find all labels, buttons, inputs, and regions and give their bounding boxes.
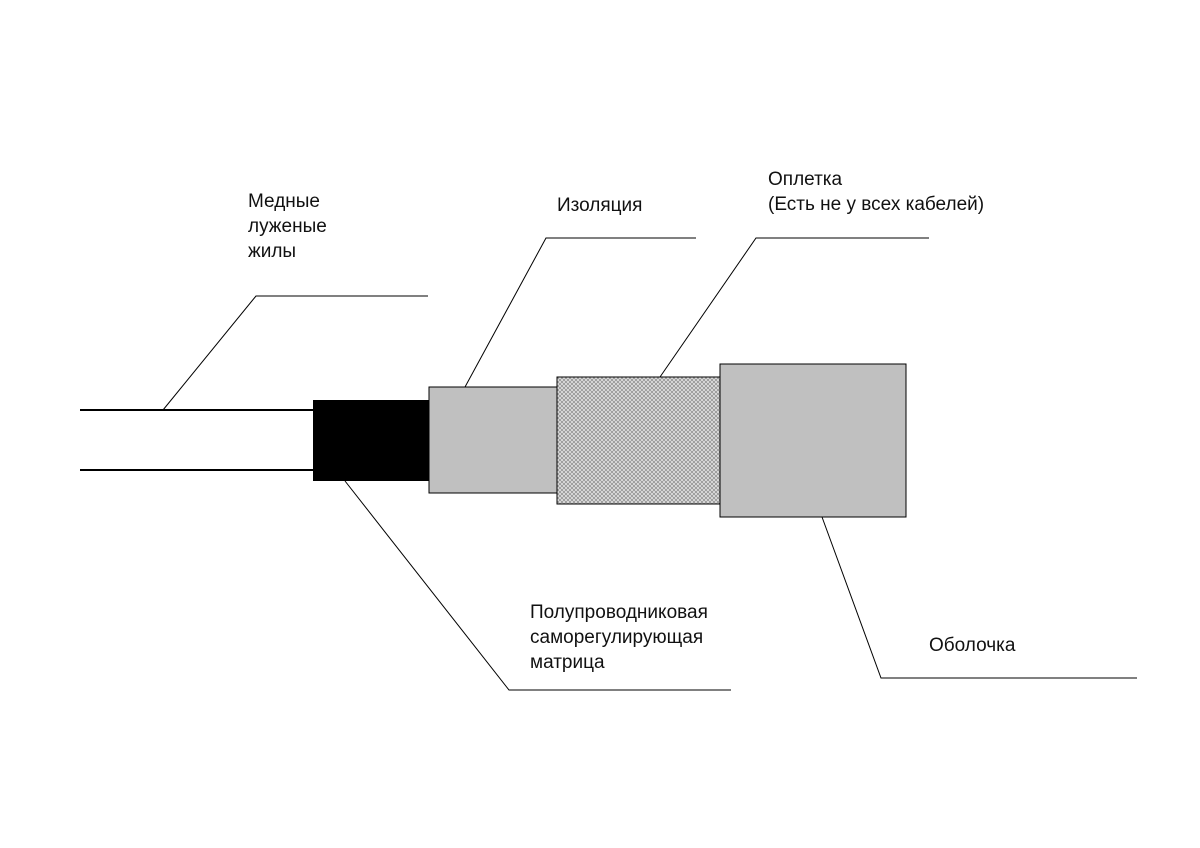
matrix-core: [313, 400, 429, 481]
label-conductors: Медные луженые жилы: [248, 191, 332, 262]
leader-line-jacket: [821, 516, 1137, 679]
braid-layer: [556, 376, 723, 505]
outer-jacket: [719, 363, 907, 518]
label-matrix: Полупроводниковая саморегулирующая матри…: [530, 602, 713, 673]
leader-line-braid: [659, 237, 929, 378]
label-braid: Оплетка (Есть не у всех кабелей): [768, 169, 984, 215]
leader-line-matrix: [344, 480, 731, 691]
label-jacket: Оболочка: [929, 635, 1016, 656]
insulation-layer: [428, 386, 559, 494]
leader-line-insulation: [464, 237, 696, 388]
leader-line-conductors: [162, 295, 428, 411]
label-insulation: Изоляция: [557, 195, 642, 216]
